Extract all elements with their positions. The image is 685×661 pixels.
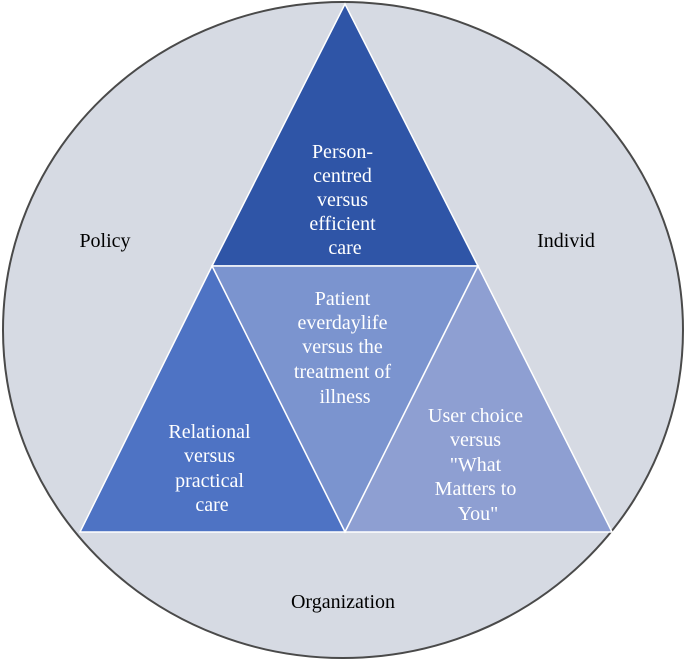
organization-label: Organization xyxy=(291,591,395,613)
left-triangle-line: care xyxy=(195,494,228,516)
center-triangle-line: versus the xyxy=(302,336,383,358)
left-triangle-line: practical xyxy=(175,470,244,492)
center-triangle-line: treatment of xyxy=(294,361,392,383)
left-triangle-label: Relational versus practical care xyxy=(168,421,255,516)
right-triangle-line: User choice xyxy=(428,405,523,427)
right-triangle-line: versus xyxy=(450,429,501,451)
top-triangle-line: Person- xyxy=(312,141,373,163)
right-triangle xyxy=(343,264,614,533)
center-triangle-line: Patient xyxy=(315,288,371,310)
center-triangle-label: Patient everdaylife versus the treatment… xyxy=(294,288,396,408)
right-triangle-label: User choice versus "What Matters to You" xyxy=(428,405,528,525)
top-triangle-line: care xyxy=(328,237,361,259)
right-triangle-line: Matters to xyxy=(435,478,517,500)
center-triangle-line: everdaylife xyxy=(298,312,388,334)
right-triangle-line: "What xyxy=(450,454,502,476)
individ-label: Individ xyxy=(537,230,595,252)
left-triangle xyxy=(78,264,347,533)
top-triangle-label: Person- centred versus efficient care xyxy=(309,141,380,259)
right-triangle-line: You" xyxy=(458,503,499,525)
top-triangle-line: versus xyxy=(317,189,368,211)
policy-label: Policy xyxy=(79,230,130,252)
left-triangle-line: versus xyxy=(184,445,235,467)
left-triangle-line: Relational xyxy=(168,421,251,443)
center-triangle-line: illness xyxy=(319,386,370,408)
top-triangle-line: centred xyxy=(313,165,372,187)
top-triangle-line: efficient xyxy=(309,213,376,235)
